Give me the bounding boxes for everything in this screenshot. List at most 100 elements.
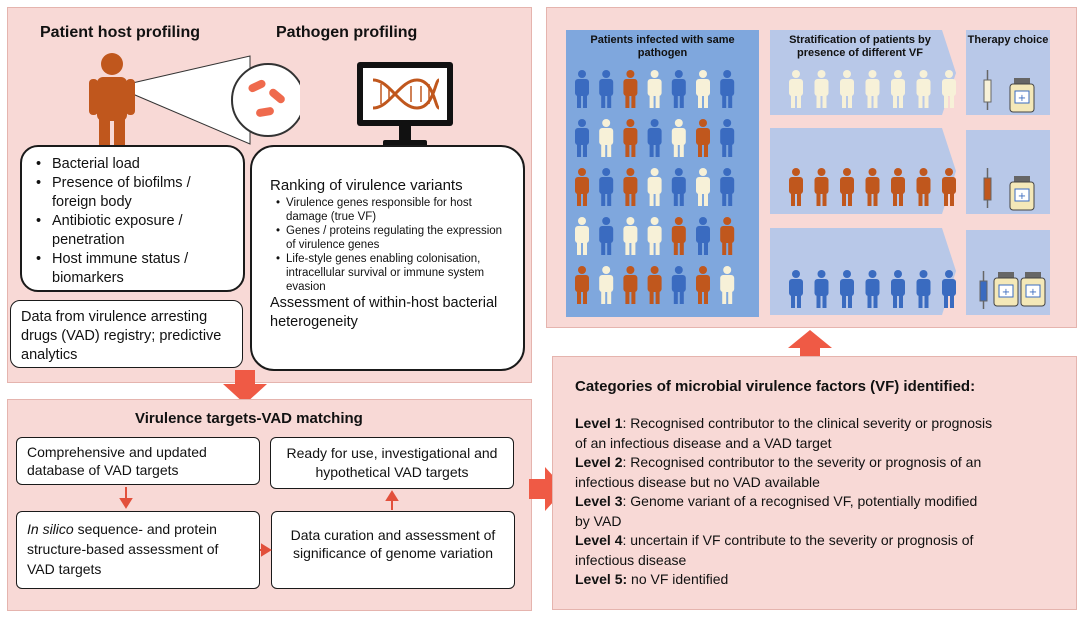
person-figure <box>647 70 662 108</box>
svg-text:+: + <box>1002 287 1010 298</box>
person-figure <box>575 266 589 304</box>
person-figure <box>789 168 803 206</box>
person-figure <box>942 270 956 308</box>
person-figure <box>789 270 803 308</box>
person-figure <box>696 168 710 206</box>
person-figure <box>916 270 931 308</box>
person-figure <box>671 266 686 304</box>
heterogeneity-assessment: Assessment of within-host bacterial hete… <box>270 295 498 330</box>
person-figure <box>575 168 589 206</box>
host-factors-box: Bacterial load Presence of biofilms / fo… <box>20 145 245 292</box>
bacteria-magnifier-icon <box>231 63 300 137</box>
vf-level-2: Level 2: Recognised contributor to the s… <box>575 454 982 470</box>
vf-level-3: Level 3: Genome variant of a recognised … <box>575 493 978 509</box>
person-figure <box>647 119 662 157</box>
vad-database-text: Comprehensive and updated database of VA… <box>27 444 207 478</box>
person-figure <box>916 168 931 206</box>
person-figure <box>891 70 905 108</box>
person-figure <box>696 266 710 304</box>
vf-level-1-cont: of an infectious disease and a VAD targe… <box>575 434 832 451</box>
syringe-icon <box>979 271 988 309</box>
person-figure <box>916 70 931 108</box>
down-arrow <box>223 370 267 404</box>
col3-title: Therapy choice <box>967 34 1049 46</box>
person-figure <box>865 270 880 308</box>
insilico-rest-text: sequence- and protein structure-based as… <box>27 521 219 577</box>
virulence-ranking-box: Ranking of virulence variants Virulence … <box>250 145 525 371</box>
vf-level-1: Level 1: Recognised contributor to the c… <box>575 415 993 431</box>
pathogen-heading: Pathogen profiling <box>276 24 418 41</box>
ranking-title: Ranking of virulence variants <box>270 177 463 194</box>
insilico-assessment-box: In silico sequence- and protein structur… <box>16 511 260 589</box>
svg-text:+: + <box>1018 191 1026 202</box>
right-arrow <box>529 467 565 511</box>
person-figure <box>840 168 854 206</box>
medicine-bottle-icon: + <box>1020 272 1046 307</box>
person-figure <box>647 168 662 206</box>
person-figure <box>575 119 589 157</box>
col1-title: Patients infected with same pathogen <box>590 34 735 59</box>
host-factor-item: Bacterial load <box>30 155 235 174</box>
person-figure <box>891 270 905 308</box>
person-figure <box>942 70 956 108</box>
svg-text:+: + <box>1018 93 1026 104</box>
vad-registry-box: Data from virulence arresting drugs (VAD… <box>10 300 243 368</box>
ranking-item: Genes / proteins regulating the expressi… <box>270 224 511 252</box>
person-figure <box>575 70 589 108</box>
vad-targets-ready-text: Ready for use, investigational and hypot… <box>286 445 498 480</box>
insilico-italic-text: In silico <box>27 521 74 537</box>
up-arrow <box>788 330 832 364</box>
data-curation-text: Data curation and assessment of signific… <box>290 527 496 561</box>
dna-monitor-icon <box>357 62 453 148</box>
person-figure <box>599 168 614 206</box>
person-figure <box>720 119 735 157</box>
categories-title: Categories of microbial virulence factor… <box>575 378 976 395</box>
patient-host-heading: Patient host profiling <box>40 24 200 41</box>
person-figure <box>623 119 638 157</box>
person-figure <box>942 168 956 206</box>
vad-database-box: Comprehensive and updated database of VA… <box>16 437 260 485</box>
syringe-icon <box>983 168 992 208</box>
person-figure <box>696 217 710 255</box>
vf-level-2-cont: infectious disease but no VAD available <box>575 473 820 490</box>
col2-title: Stratification of patients by presence o… <box>789 34 931 59</box>
bacteria-icon <box>248 79 285 117</box>
patient-magnifier-illustration <box>89 53 300 150</box>
host-factor-item: Presence of biofilms / foreign body <box>30 174 235 212</box>
medicine-bottle-icon: + <box>1009 78 1035 113</box>
vf-level-list: Level 1: Recognised contributor to the c… <box>575 414 992 590</box>
vf-level-4: Level 4: uncertain if VF contribute to t… <box>575 532 974 548</box>
person-figure <box>840 70 854 108</box>
person-figure <box>696 70 710 108</box>
person-figure <box>840 270 854 308</box>
person-figure <box>720 168 735 206</box>
person-figure <box>814 70 829 108</box>
person-figure <box>671 70 686 108</box>
svg-text:+: + <box>1029 287 1037 298</box>
person-figure <box>789 70 803 108</box>
person-figure <box>599 70 614 108</box>
medicine-bottle-icon: + <box>1009 176 1035 211</box>
person-figure <box>671 168 686 206</box>
person-figure <box>647 266 662 304</box>
person-figure <box>623 217 638 255</box>
vad-registry-text: Data from virulence arresting drugs (VAD… <box>21 309 222 363</box>
person-figure <box>647 217 662 255</box>
person-figure <box>865 70 880 108</box>
ranking-item: Life-style genes enabling colonisation, … <box>270 252 511 294</box>
host-factor-item: Antibiotic exposure / penetration <box>30 212 235 250</box>
ranking-item: Virulence genes responsible for host dam… <box>270 196 511 224</box>
medicine-bottle-icon: + <box>993 272 1019 307</box>
syringe-icon <box>983 70 992 110</box>
person-figure <box>891 168 905 206</box>
person-figure <box>720 266 735 304</box>
person-figure <box>865 168 880 206</box>
vf-categories-panel <box>552 356 1077 610</box>
person-figure <box>623 168 638 206</box>
person-figure <box>599 119 614 157</box>
vf-level-4-cont: infectious disease <box>575 551 687 568</box>
